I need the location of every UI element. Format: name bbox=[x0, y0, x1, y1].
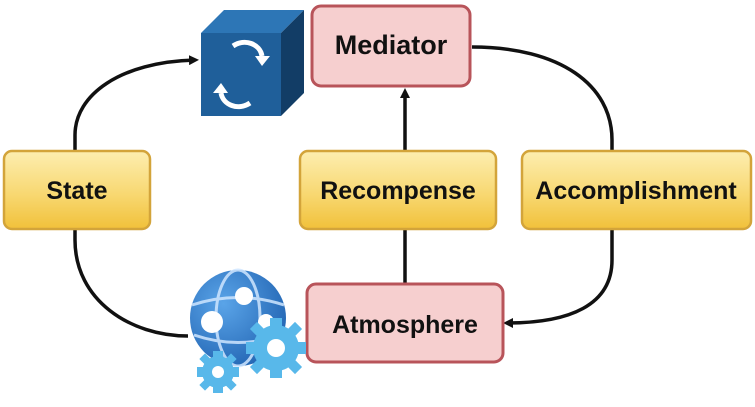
node-mediator-label: Mediator bbox=[335, 30, 448, 60]
node-atmosphere: Atmosphere bbox=[305, 282, 505, 364]
node-atmosphere-label: Atmosphere bbox=[332, 311, 478, 339]
arrow-mediator-to-atmosphere bbox=[471, 45, 614, 328]
node-mediator: Mediator bbox=[310, 4, 472, 88]
gear-icon bbox=[246, 318, 306, 378]
node-state-label: State bbox=[46, 177, 107, 205]
node-recompense-label: Recompense bbox=[320, 177, 476, 205]
node-accomplishment: Accomplishment bbox=[520, 149, 753, 231]
node-state: State bbox=[2, 149, 152, 231]
globe-gears-icon bbox=[190, 268, 306, 393]
node-recompense: Recompense bbox=[298, 149, 498, 231]
gear-icon-small bbox=[197, 351, 239, 393]
node-accomplishment-label: Accomplishment bbox=[535, 177, 737, 205]
cube-sync-icon bbox=[201, 10, 304, 116]
